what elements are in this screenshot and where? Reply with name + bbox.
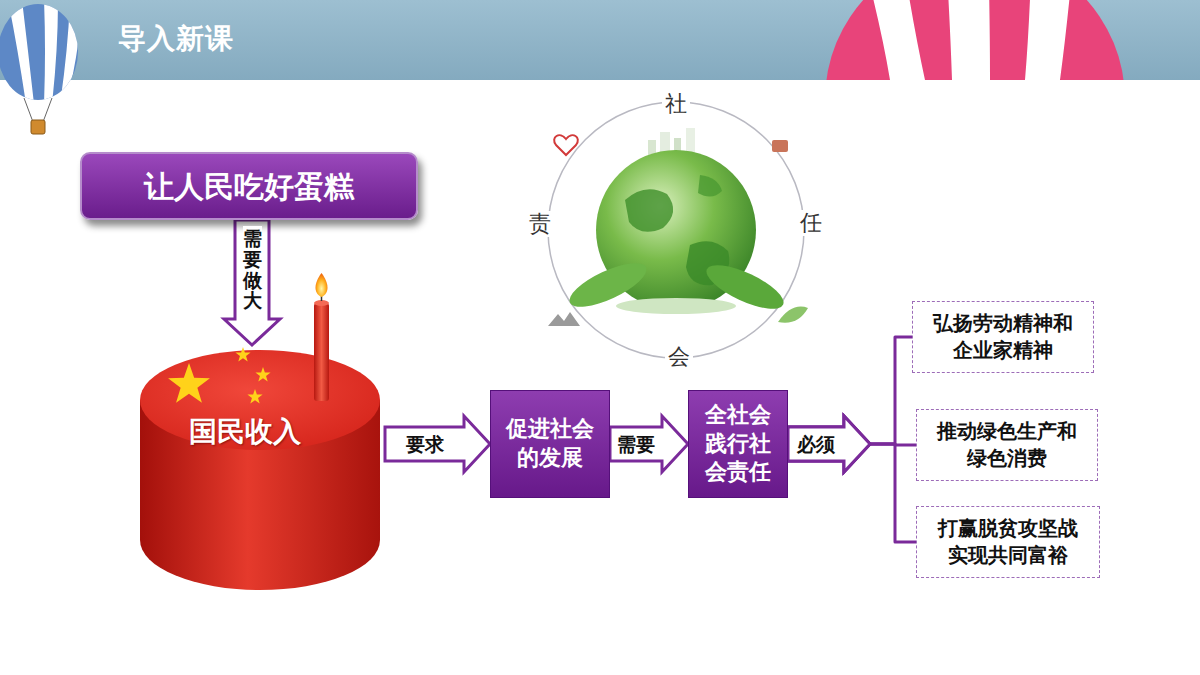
block-arrow [224,220,280,345]
ring [548,102,804,358]
block-arrow [610,416,688,472]
balloon-stripe [858,0,925,80]
balloon-basket [31,120,45,134]
node-text: 推动绿色生产和绿色消费 [932,418,1082,472]
ring-character: 社 [662,91,690,117]
node-text: 弘扬劳动精神和企业家精神 [928,310,1078,364]
headline-box: 让人民吃好蛋糕 [80,152,418,220]
connector [610,416,688,472]
ring-character: 任 [797,210,825,236]
node-text: 让人民吃好蛋糕 [144,167,354,206]
block-arrow [788,416,870,472]
node-text: 打赢脱贫攻坚战实现共同富裕 [932,515,1084,569]
heart-icon [554,135,578,155]
balloon-fill [820,0,1140,80]
connector [788,337,912,472]
balloon-stripe [1025,0,1075,80]
connector-label: 要求 [404,433,446,456]
process-box: 全社会践行社会责任 [688,390,788,498]
ring-character: 责 [526,211,554,237]
node-text: 全社会践行社会责任 [703,401,773,487]
block-arrow [385,416,490,472]
bracket-line [870,444,916,542]
globe-illustration [548,102,808,358]
connector [788,416,916,542]
balloon-stripe [60,0,82,104]
slide-title: 导入新课 [118,20,234,58]
connector [224,220,280,345]
connector [385,416,490,472]
right-balloon [820,0,1140,80]
balloon-rope [43,98,52,122]
balloon-fill [0,0,85,110]
bracket-line [870,337,912,444]
node-text: 促进社会的发展 [505,415,595,472]
balloon-stripe [8,0,34,104]
leaf-icon [778,307,808,323]
left-balloon [0,0,85,134]
cake-node: 国民收入 [135,345,385,595]
balloon-rope [24,98,33,122]
connector-label: 必须 [795,433,837,456]
measure-box: 弘扬劳动精神和企业家精神 [912,301,1094,373]
connector-label: 需要做大 [243,226,262,314]
ring-character: 会 [665,344,693,370]
balloon-stripe [44,0,58,104]
block-arrow [788,416,870,472]
block-arrow [788,416,870,472]
process-box: 促进社会的发展 [490,390,610,498]
measure-box: 推动绿色生产和绿色消费 [916,409,1098,481]
globe-land [698,175,722,197]
connector [788,416,916,472]
measure-box: 打赢脱贫攻坚战实现共同富裕 [916,506,1100,578]
mountain-icon [548,312,580,326]
globe-land [625,189,673,232]
globe-base [616,298,736,314]
node-text: 国民收入 [135,413,355,451]
connector-label: 需要 [615,433,657,456]
balloon-stripe [945,0,990,80]
book-icon [772,140,788,152]
